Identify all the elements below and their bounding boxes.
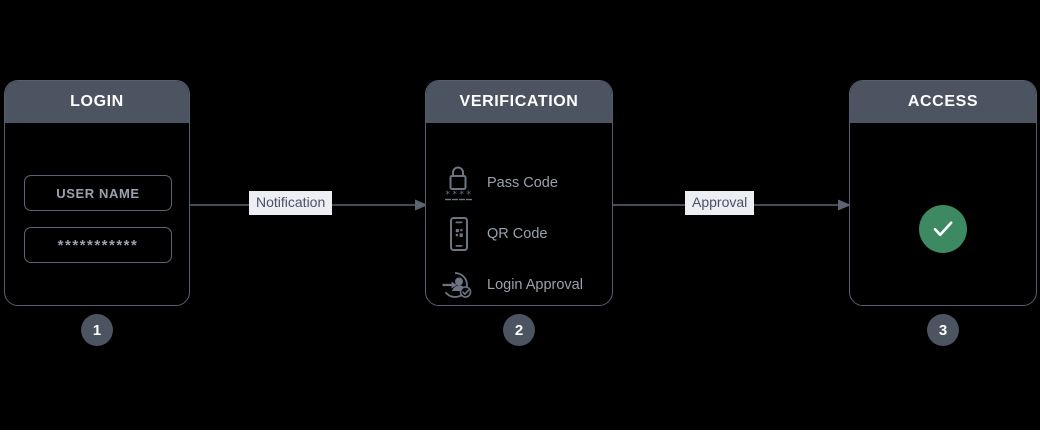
verification-card-header: VERIFICATION bbox=[426, 81, 612, 123]
login-approval-icon bbox=[442, 272, 472, 298]
verification-card-body: * * * * Pass Code bbox=[426, 123, 612, 305]
access-card-header: ACCESS bbox=[850, 81, 1036, 123]
access-card-title: ACCESS bbox=[907, 93, 979, 110]
verification-card-title: VERIFICATION bbox=[459, 93, 579, 110]
svg-text:*: * bbox=[446, 190, 451, 200]
check-mark-icon bbox=[933, 221, 953, 237]
verification-option-qr-code[interactable]: QR Code bbox=[442, 214, 602, 254]
login-card-title: LOGIN bbox=[70, 93, 124, 110]
verification-option-label: QR Code bbox=[487, 226, 548, 242]
verification-option-label: Pass Code bbox=[487, 175, 558, 191]
mobile-qr-code-icon bbox=[450, 217, 468, 251]
verification-option-login-approval[interactable]: Login Approval bbox=[442, 265, 602, 305]
login-card-body: USER NAME *********** bbox=[5, 123, 189, 305]
verification-card: VERIFICATION * * * * bbox=[425, 80, 613, 306]
green-check-circle-icon bbox=[919, 205, 967, 253]
login-card: LOGIN USER NAME *********** bbox=[4, 80, 190, 306]
notification-label: Notification bbox=[249, 191, 333, 215]
verification-option-label: Login Approval bbox=[487, 277, 583, 293]
password-input[interactable]: *********** bbox=[24, 227, 172, 263]
verification-option-pass-code[interactable]: * * * * Pass Code bbox=[442, 163, 602, 203]
lock-passcode-icon: * * * * bbox=[445, 166, 472, 201]
approval-label: Approval bbox=[685, 191, 755, 215]
username-input[interactable]: USER NAME bbox=[24, 175, 172, 211]
access-card-body bbox=[850, 123, 1036, 305]
step-badge-3: 3 bbox=[927, 314, 959, 346]
access-card: ACCESS bbox=[849, 80, 1037, 306]
login-card-header: LOGIN bbox=[5, 81, 189, 123]
svg-text:*: * bbox=[467, 190, 472, 200]
step-badge-1: 1 bbox=[81, 314, 113, 346]
svg-text:*: * bbox=[453, 190, 458, 200]
step-badge-2: 2 bbox=[503, 314, 535, 346]
svg-text:*: * bbox=[460, 190, 465, 200]
